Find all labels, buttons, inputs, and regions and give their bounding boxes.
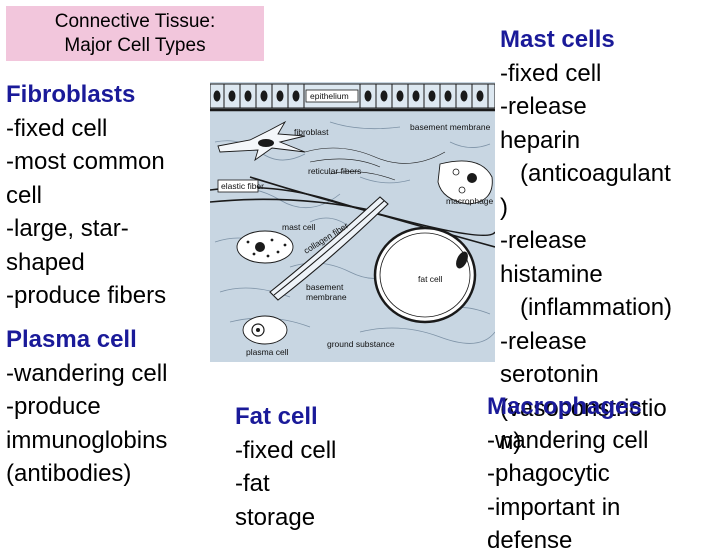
fibroblast-cell: [217, 120, 306, 162]
fibroblasts-line: -most common: [6, 148, 165, 175]
mast-line: -fixed cell: [500, 59, 602, 87]
label-reticular-fibers: reticular fibers: [308, 166, 361, 176]
label-macrophage: macrophage: [446, 196, 494, 206]
label-epithelium: epithelium: [310, 91, 349, 101]
mast-line: -release: [500, 327, 587, 355]
fibroblasts-heading: Fibroblasts: [6, 81, 136, 108]
macrophages-line: -important in: [487, 493, 621, 521]
mast-line: -release: [500, 93, 587, 120]
label-fibroblast: fibroblast: [294, 127, 329, 137]
plasma-block: Plasma cell -wandering cell -produce imm…: [6, 323, 167, 491]
plasma-heading: Plasma cell: [6, 326, 137, 353]
fat-block: Fat cell -fixed cell -fat storage: [235, 400, 336, 534]
fat-line: storage: [235, 503, 316, 531]
connective-tissue-diagram: epithelium fibroblast basement membrane …: [210, 82, 495, 362]
mast-block: Mast cells -fixed cell -release heparin …: [500, 23, 672, 459]
plasma-line: -wandering cell: [6, 359, 168, 387]
fat-cell-shape: [373, 226, 477, 324]
macrophages-line: defense: [487, 527, 573, 554]
label-fat-cell: fat cell: [418, 274, 443, 284]
mast-line: serotonin: [500, 361, 599, 388]
fibroblasts-block: Fibroblasts -fixed cell -most common cel…: [6, 78, 166, 313]
title-box: Connective Tissue: Major Cell Types: [6, 6, 264, 61]
diagram-svg: epithelium fibroblast basement membrane …: [210, 83, 495, 357]
epithelium-label-box: [305, 89, 359, 103]
label-basement-membrane-top: basement membrane: [410, 122, 491, 132]
label-mast-cell: mast cell: [282, 222, 316, 232]
plasma-line: (antibodies): [6, 460, 132, 487]
mast-line: (inflammation): [520, 294, 673, 321]
label-membrane-2: membrane: [306, 292, 347, 302]
macrophages-line: -wandering cell: [487, 426, 649, 454]
label-elastic-fiber: elastic fiber: [221, 181, 264, 191]
label-basement-1: basement: [306, 282, 344, 292]
collagen-fiber: [269, 196, 389, 301]
elastic-fiber-label-box: [217, 179, 259, 193]
fibroblasts-line: -produce fibers: [6, 282, 167, 309]
mast-heading: Mast cells: [500, 26, 615, 53]
fibroblasts-line: cell: [6, 181, 43, 209]
mast-line: histamine: [500, 260, 603, 288]
fat-heading: Fat cell: [235, 403, 318, 430]
plasma-line: -produce: [6, 393, 101, 420]
macrophages-heading: Macrophages: [487, 393, 642, 420]
fibroblasts-line: shaped: [6, 248, 85, 276]
plasma-cell-shape: [242, 315, 288, 345]
label-ground-substance: ground substance: [327, 339, 395, 349]
mast-line: -release: [500, 227, 587, 254]
macrophages-block: Macrophages -wandering cell -phagocytic …: [487, 390, 648, 558]
label-plasma-cell: plasma cell: [246, 347, 289, 357]
plasma-line: immunoglobins: [6, 426, 168, 454]
mast-cell-shape: [236, 230, 294, 264]
mast-line: heparin: [500, 126, 581, 154]
mast-line: (vasoconstrictio: [500, 394, 667, 422]
mast-line: (anticoagulant: [520, 160, 671, 187]
macrophage-cell: [437, 160, 493, 205]
fibroblasts-line: -large, star-: [6, 215, 129, 242]
macrophages-line: -phagocytic: [487, 460, 610, 487]
fibroblasts-line: -fixed cell: [6, 114, 108, 142]
fat-line: -fixed cell: [235, 436, 337, 464]
fat-line: -fat: [235, 470, 270, 497]
title-line-2: Major Cell Types: [64, 34, 206, 56]
reticular-fibers: [304, 147, 446, 181]
mast-line: n): [500, 428, 522, 455]
mast-line: ): [500, 193, 508, 221]
title-line-1: Connective Tissue:: [54, 10, 216, 32]
